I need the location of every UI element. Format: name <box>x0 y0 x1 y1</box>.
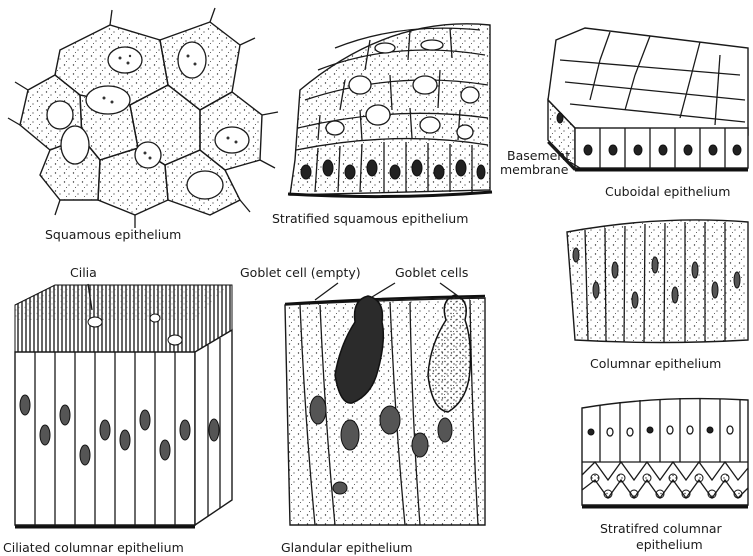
glandular-epithelium-drawing <box>285 283 485 525</box>
caption-glandular: Glandular epithelium <box>281 540 413 555</box>
label-basement-line: Basement <box>507 148 570 163</box>
caption-squamous: Squamous epithelium <box>45 227 181 242</box>
caption-stratified-columnar: Stratifred columnar epithelium <box>600 521 726 552</box>
caption-stratified-squamous: Stratified squamous epithelium <box>272 211 468 226</box>
label-goblet-cell-empty: Goblet cell (empty) <box>240 265 361 280</box>
caption-cuboidal: Cuboidal epithelium <box>605 184 730 199</box>
stratified-squamous-drawing <box>288 24 492 197</box>
caption-stratified-columnar-line1: Stratifred columnar <box>600 521 723 536</box>
label-membrane-line: membrane <box>500 162 569 177</box>
squamous-epithelium-drawing <box>8 8 278 228</box>
ciliated-columnar-drawing <box>15 284 232 527</box>
columnar-epithelium-drawing <box>567 220 748 343</box>
label-cilia: Cilia <box>70 265 97 280</box>
caption-ciliated-columnar: Ciliated columnar epithelium <box>3 540 184 555</box>
caption-stratified-columnar-line2: epithelium <box>636 537 703 552</box>
caption-columnar: Columnar epithelium <box>590 356 721 371</box>
stratified-columnar-drawing <box>582 398 748 507</box>
label-basement-membrane: Basement membrane <box>500 148 574 177</box>
label-goblet-cells: Goblet cells <box>395 265 468 280</box>
cuboidal-epithelium-drawing <box>548 28 748 170</box>
